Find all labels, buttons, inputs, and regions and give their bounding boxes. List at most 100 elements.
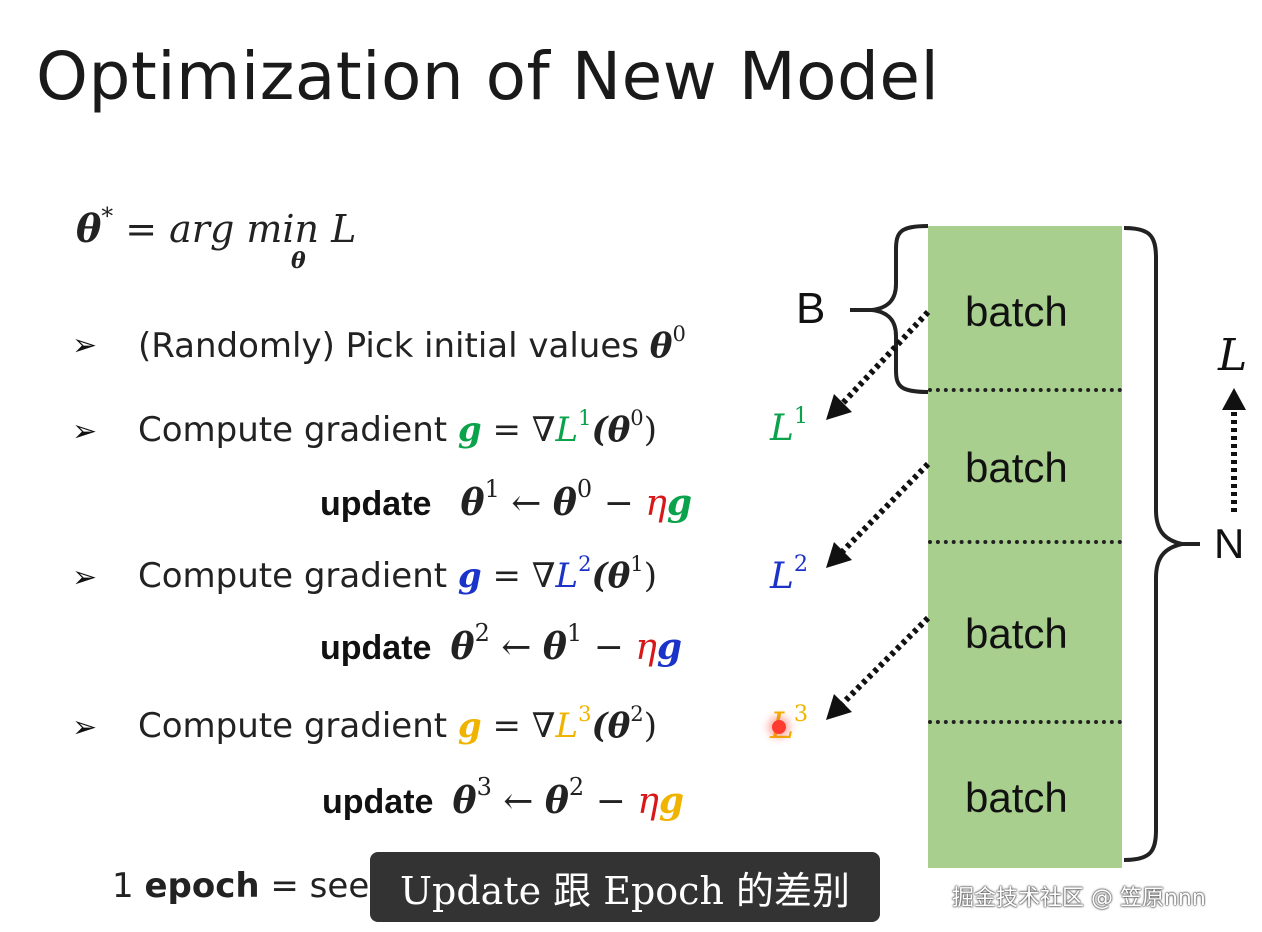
epoch-prefix: 1 [112,866,145,906]
loss-sup: 1 [578,405,592,431]
theta-arg-sup: 2 [630,701,644,727]
objective-under-theta: θ [291,248,306,274]
eta: η [645,483,667,524]
theta-symbol: θ [649,326,673,366]
step-compute-gradient-2: Compute gradient g = ∇L2(θ1) [138,551,657,596]
theta-new: θ [452,780,477,822]
theta-prev-sup: 2 [568,773,585,801]
step-text: Compute gradient [138,556,448,596]
step-compute-gradient-1: Compute gradient g = ∇L1(θ0) [138,405,657,450]
update-label: update [320,629,432,667]
theta-arg-sup: 1 [630,551,644,577]
batch-divider [928,540,1122,544]
batch-arrow-2 [826,461,931,568]
batch-label: batch [965,288,1068,335]
gradient-g: g [666,482,693,524]
gradient-g: g [658,780,685,822]
loss-L: L [555,706,579,746]
epoch-word: epoch [144,866,260,906]
side-sup: 3 [793,701,809,728]
slide-title: Optimization of New Model [36,38,940,115]
theta-prev: θ [552,482,577,524]
close-paren: ) [643,410,657,450]
subtitle-text: Update 跟 Epoch 的差别 [399,868,851,913]
batch-divider [928,720,1122,724]
left-arrow: ← [491,781,545,822]
theta-new: θ [450,626,475,668]
theta-new-sup: 1 [484,475,500,503]
loss-sup: 3 [578,701,592,727]
left-arrow: ← [499,483,553,524]
label-B: B [796,284,826,333]
left-arrow: ← [489,627,543,668]
label-L: L [1218,330,1248,381]
theta-arg: (θ [591,410,631,450]
n-to-l-arrow [1222,388,1246,512]
objective-star: * [101,202,114,231]
nabla: = ∇ [492,706,556,746]
nabla: = ∇ [492,556,556,596]
theta-prev: θ [542,626,567,668]
step-text: Compute gradient [138,706,448,746]
loss-L: L [555,556,579,596]
batch-label: batch [965,444,1068,491]
minus: − [584,781,638,822]
theta-prev: θ [544,780,569,822]
minus: − [592,483,646,524]
video-subtitle: Update 跟 Epoch 的差别 [370,852,880,922]
eta: η [635,627,657,668]
side-L: L [770,408,794,449]
objective-eq: = [113,207,170,251]
theta-prev-sup: 0 [576,475,593,503]
loss-sup: 2 [578,551,592,577]
gradient-g: g [457,706,482,746]
batch-stack: batch batch batch batch [928,226,1122,868]
theta-arg: (θ [591,706,631,746]
close-paren: ) [643,706,657,746]
side-sup: 1 [793,403,809,430]
step-pick-initial: (Randomly) Pick initial values θ0 [138,321,686,366]
objective-L: L [331,207,357,251]
batch-divider [928,388,1122,392]
bullet-icon: ➢ [72,560,98,595]
update-row-1: update θ1 ← θ0 − ηg [320,475,693,524]
loss-L: L [555,410,579,450]
side-sup: 2 [793,551,809,578]
update-row-2: update θ2 ← θ1 − ηg [320,619,683,668]
objective-theta: θ [76,206,102,251]
side-L: L [770,556,794,597]
theta-new: θ [460,482,485,524]
gradient-g: g [457,410,482,450]
nabla: = ∇ [492,410,556,450]
update-label: update [320,485,432,523]
update-row-3: update θ3 ← θ2 − ηg [322,773,685,822]
theta-arg: (θ [591,556,631,596]
side-loss-2: L2 [770,551,808,597]
label-N: N [1214,520,1245,567]
step-pick-text: (Randomly) Pick initial values [138,326,639,366]
bullet-icon: ➢ [72,414,98,449]
objective-formula: θ* = arg min L [76,202,357,251]
eta: η [637,781,659,822]
step-text: Compute gradient [138,410,448,450]
theta-new-sup: 2 [474,619,490,647]
objective-argmin: arg min [169,207,320,251]
theta-sup: 0 [672,321,686,347]
theta-prev-sup: 1 [566,619,583,647]
epoch-rest: = see [259,866,370,906]
batch-label: batch [965,610,1068,657]
bullet-icon: ➢ [72,710,98,745]
update-label: update [322,783,434,821]
dataset-brace [1123,226,1183,862]
side-loss-1: L1 [770,403,808,449]
close-paren: ) [643,556,657,596]
gradient-g: g [656,626,683,668]
watermark: 掘金技术社区 @ 笠原nnn [952,886,1206,911]
batch-label: batch [965,774,1068,821]
gradient-g: g [457,556,482,596]
theta-arg-sup: 0 [630,405,644,431]
epoch-line: 1 epoch = see [112,866,369,906]
theta-new-sup: 3 [476,773,492,801]
batch-arrow-1 [826,309,931,420]
